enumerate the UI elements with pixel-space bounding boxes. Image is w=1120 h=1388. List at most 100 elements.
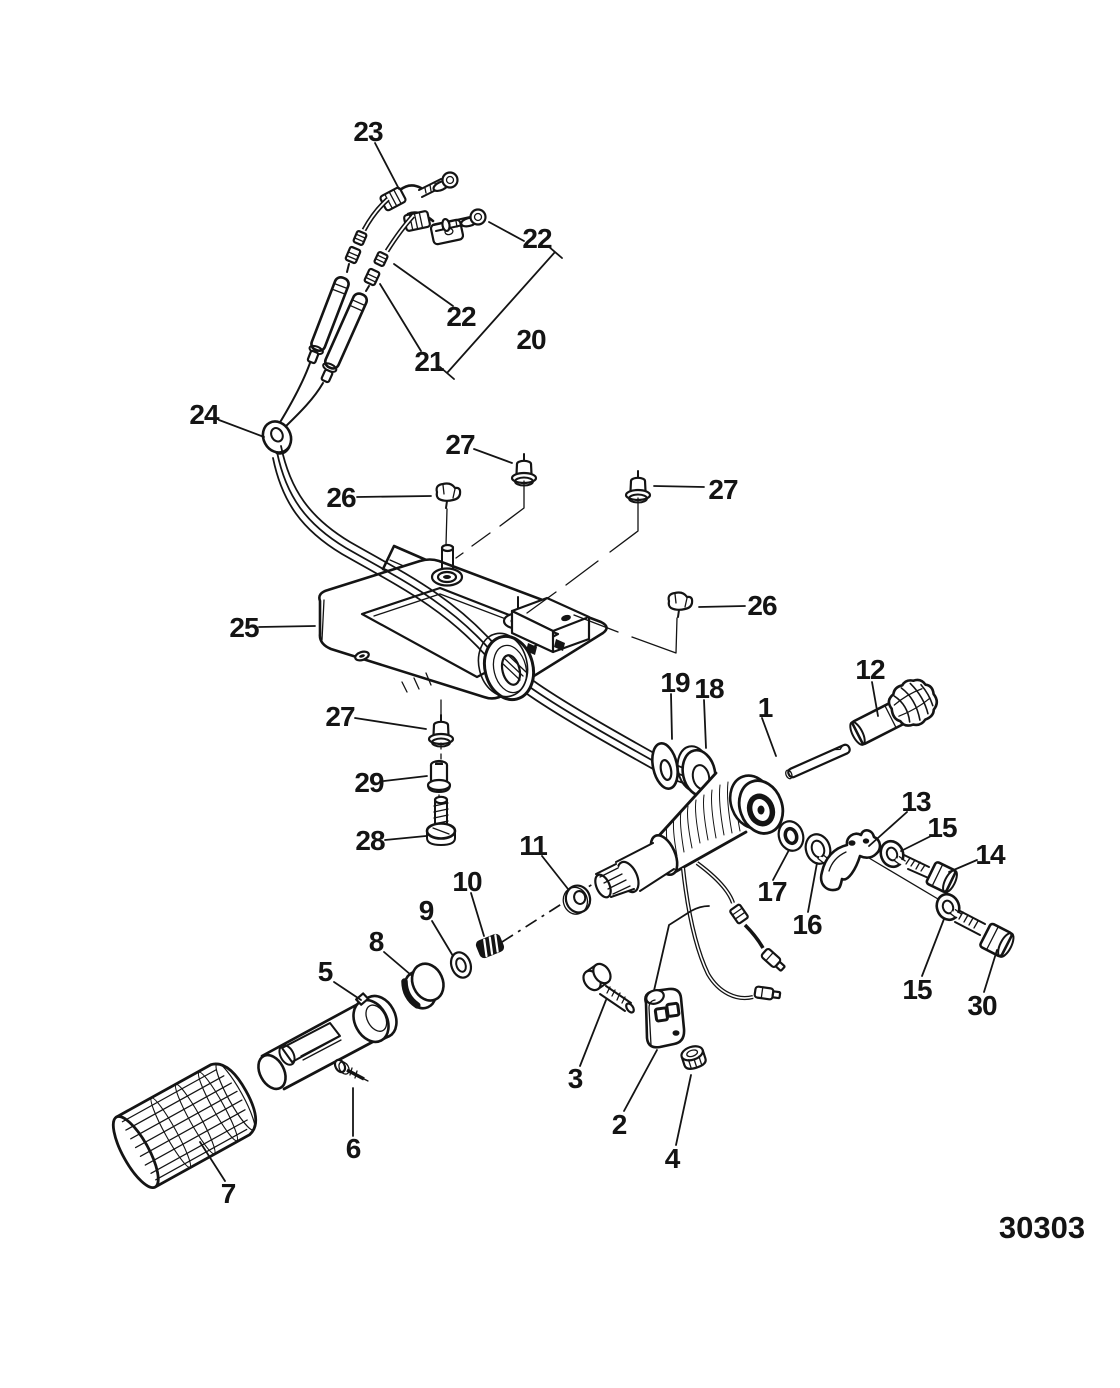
callout-leader-5 <box>333 981 362 1001</box>
callout-label-22b: 22 <box>446 301 476 332</box>
callout-label-27b: 27 <box>708 474 738 505</box>
seal-19 <box>651 742 679 790</box>
washer-15-lower <box>931 889 965 925</box>
callout-leader-8 <box>383 951 412 976</box>
callout-label-6: 6 <box>346 1133 361 1164</box>
callout-label-14: 14 <box>975 839 1006 870</box>
callout-label-4: 4 <box>665 1143 681 1174</box>
washer-9 <box>449 951 473 979</box>
callout-leader-10 <box>470 892 485 937</box>
callout-label-15a: 15 <box>927 812 957 843</box>
callout-label-10: 10 <box>452 866 482 897</box>
callout-label-25: 25 <box>229 612 259 643</box>
cable-21-lower <box>280 214 415 432</box>
callout-label-13: 13 <box>901 786 931 817</box>
junction-barrel-upper <box>379 186 407 212</box>
callout-label-22a: 22 <box>522 223 552 254</box>
callout-leader-30 <box>983 949 998 993</box>
callout-label-18: 18 <box>694 673 724 704</box>
screw-28 <box>425 795 457 846</box>
callout-leader-22a <box>488 221 525 242</box>
callout-label-12: 12 <box>855 654 885 685</box>
boss-front <box>430 543 464 587</box>
callout-leader-27c <box>354 717 427 730</box>
screw-6 <box>333 1058 369 1082</box>
link-rod <box>785 743 851 780</box>
spring-10 <box>475 933 505 959</box>
switch-pigtail <box>652 905 710 996</box>
wire-sleeve <box>729 903 749 925</box>
callout-label-9: 9 <box>419 895 434 926</box>
callout-leader-24 <box>218 419 265 438</box>
callout-leader-15a <box>900 835 932 852</box>
clip-26-rear <box>667 591 694 619</box>
callout-leader-27b <box>653 485 705 488</box>
clip-26-front <box>435 482 462 510</box>
callout-label-24: 24 <box>189 399 220 430</box>
callout-leader-15b <box>921 918 945 977</box>
callout-label-8: 8 <box>369 926 384 957</box>
pivot-collar <box>477 632 536 702</box>
callout-label-28: 28 <box>355 825 385 856</box>
callout-label-1: 1 <box>758 692 773 723</box>
callout-leader-13 <box>868 811 908 847</box>
side-bracket <box>510 596 591 655</box>
callout-leader-23 <box>374 142 400 190</box>
callout-leader-22b <box>393 263 454 307</box>
callout-label-7: 7 <box>221 1178 236 1209</box>
callout-label-27a: 27 <box>445 429 475 460</box>
screw-22-lower <box>433 208 487 233</box>
callout-label-15b: 15 <box>902 974 932 1005</box>
wiring-harness <box>652 861 788 1002</box>
knurled-knob <box>887 678 939 727</box>
callout-leader-9 <box>431 920 454 957</box>
callout-leader-7 <box>199 1141 226 1182</box>
callout-label-2: 2 <box>612 1109 627 1140</box>
drawing-number: 30303 <box>999 1210 1085 1245</box>
callout-leader-4 <box>675 1074 692 1146</box>
right-parts-group <box>777 820 1015 958</box>
callout-leader-18 <box>703 699 707 749</box>
callout-leader-26b <box>698 605 746 608</box>
callout-leader-17 <box>772 849 790 881</box>
nut-4 <box>680 1045 707 1070</box>
bullet-connector-2 <box>759 946 788 974</box>
callout-leader-28 <box>384 835 427 841</box>
callout-leader-26a <box>356 495 432 498</box>
cable-assembly-top <box>278 171 487 432</box>
callout-leader-16 <box>807 862 818 913</box>
callout-label-11: 11 <box>519 830 547 861</box>
cam-13 <box>819 829 882 892</box>
bolt-30 <box>954 910 1015 958</box>
callout-label-19: 19 <box>660 667 690 698</box>
retainer-11 <box>562 884 592 915</box>
callout-label-21: 21 <box>414 346 444 377</box>
callout-leader-25 <box>258 625 316 628</box>
bolt-14 <box>903 854 958 894</box>
stop-switch-2 <box>644 987 686 1049</box>
throttle-tube-5 <box>257 992 398 1091</box>
bolt-3 <box>582 962 635 1014</box>
callout-leader-12 <box>871 681 879 717</box>
callout-leader-1 <box>761 717 777 757</box>
screw-22-upper <box>418 171 459 198</box>
grip-7 <box>111 1062 258 1190</box>
callout-label-20: 20 <box>516 324 546 355</box>
callout-label-30: 30 <box>967 990 997 1021</box>
friction-ring-8 <box>401 962 445 1010</box>
bushing-29 <box>426 759 452 801</box>
switch-group <box>582 962 707 1070</box>
callout-leader-2 <box>623 1049 658 1112</box>
callout-label-27c: 27 <box>325 701 355 732</box>
shaft-sleeve <box>849 700 905 746</box>
cable-21-upper <box>278 197 390 425</box>
callout-label-29: 29 <box>354 767 384 798</box>
cable-ring-24 <box>261 420 293 455</box>
shaft-12-group <box>785 678 939 780</box>
callout-label-23: 23 <box>353 116 383 147</box>
callout-label-26b: 26 <box>747 590 777 621</box>
bullet-connector-1 <box>753 985 782 1002</box>
callout-leader-3 <box>579 999 607 1067</box>
